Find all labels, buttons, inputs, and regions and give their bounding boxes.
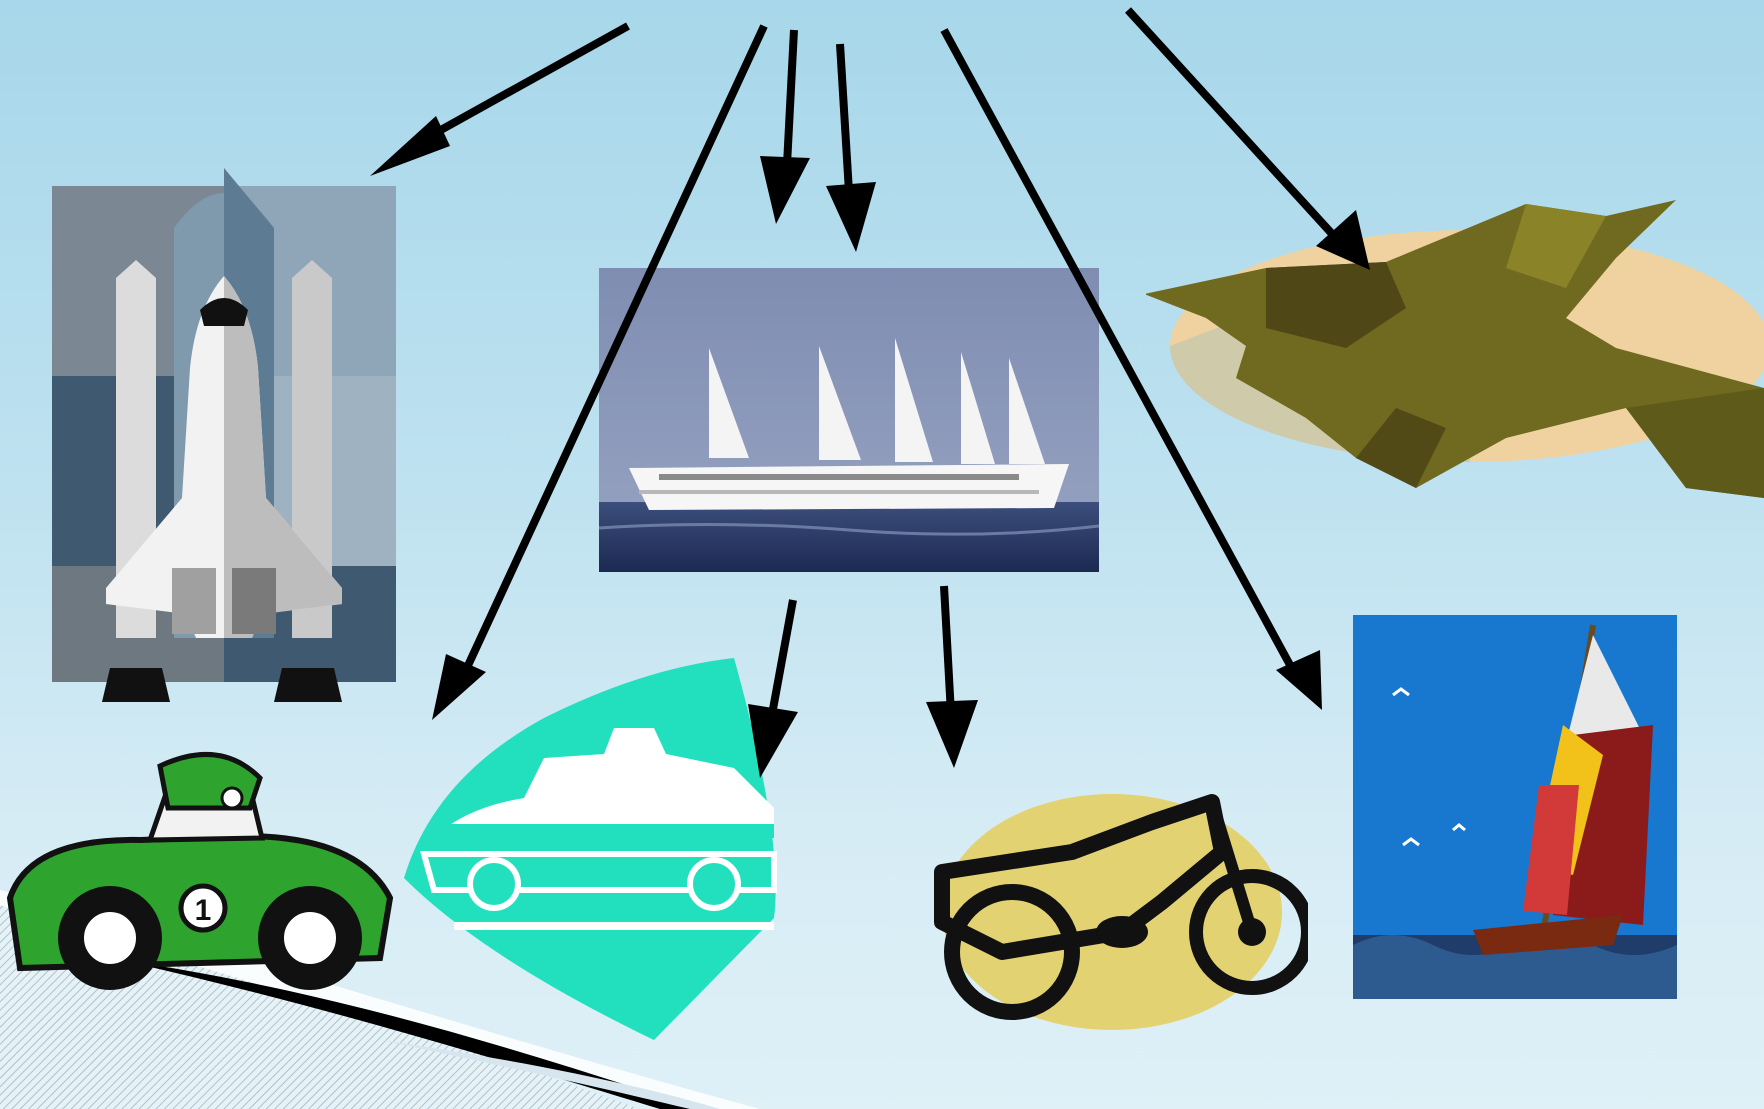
arrow-to-fighter-jet — [1128, 10, 1334, 236]
arrow-to-taxi — [771, 600, 793, 720]
arrow-to-ship-2 — [840, 44, 849, 192]
arrow-to-race-car — [465, 26, 764, 672]
arrow-to-sailboat — [944, 30, 1296, 676]
arrow-to-motorcycle — [944, 586, 951, 714]
arrow-to-space-shuttle — [412, 26, 628, 146]
